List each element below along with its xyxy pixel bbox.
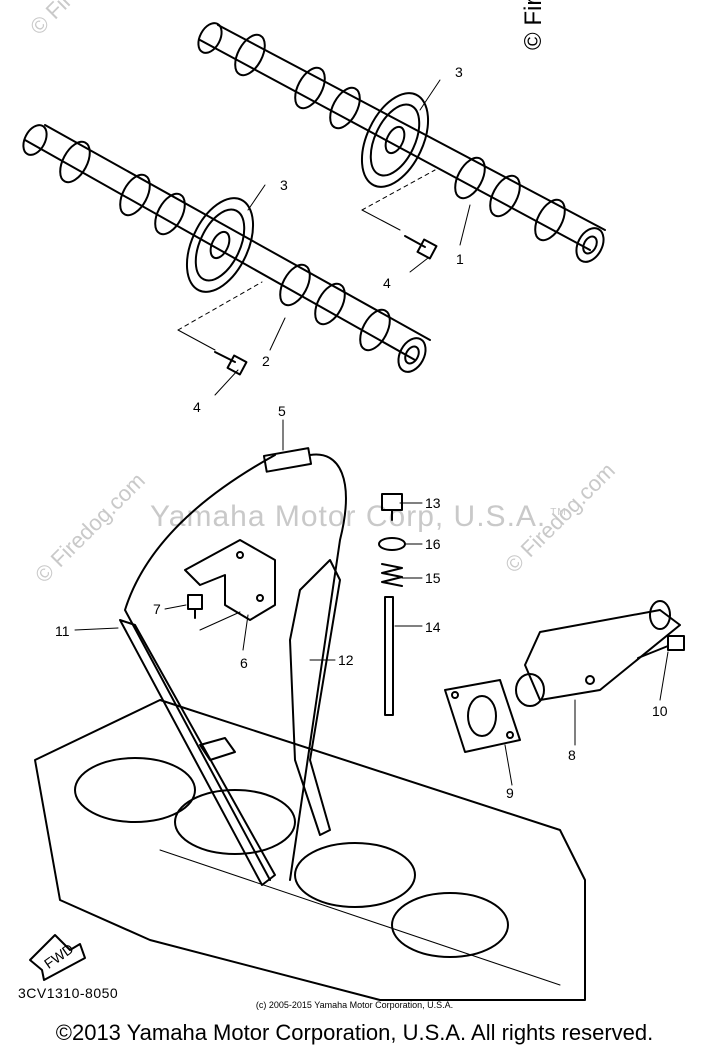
callout-4-upper: 4 xyxy=(383,275,391,291)
callout-13: 13 xyxy=(425,495,441,511)
camshaft-intake xyxy=(19,121,431,376)
callout-1: 1 xyxy=(456,251,464,267)
tensioner-gasket xyxy=(445,680,520,752)
cam-sprocket-upper xyxy=(348,83,441,197)
fwd-label: FWD xyxy=(41,940,76,971)
callout-16: 16 xyxy=(425,536,441,552)
yamaha-watermark: Yamaha Motor Corp, U.S.A.TM xyxy=(150,500,567,533)
cam-chain xyxy=(125,448,346,880)
callout-7: 7 xyxy=(153,601,161,617)
tensioner-bolt xyxy=(638,636,684,658)
chain-guide-rear xyxy=(120,620,275,885)
camshaft-exhaust xyxy=(194,19,609,266)
callout-9: 9 xyxy=(506,785,514,801)
tensioner-cap-bolt xyxy=(382,494,402,520)
callout-11: 11 xyxy=(55,623,70,639)
sprocket-bolt-lower xyxy=(215,352,246,374)
sprocket-bolt-upper xyxy=(405,236,436,258)
callout-labels: 1 2 3 3 4 4 5 6 7 8 9 10 11 12 13 14 15 … xyxy=(41,64,668,972)
callout-6: 6 xyxy=(240,655,248,671)
fwd-arrow xyxy=(30,935,85,980)
callout-14: 14 xyxy=(425,619,441,635)
small-copyright: (c) 2005-2015 Yamaha Motor Corporation, … xyxy=(255,1000,454,1010)
chain-guide-bracket xyxy=(185,540,275,630)
tensioner-rod xyxy=(385,597,393,715)
gasket-washer xyxy=(379,538,405,550)
cam-sprocket-lower xyxy=(173,188,266,302)
leader-lines xyxy=(75,80,668,785)
cylinder-block xyxy=(35,700,585,1000)
callout-3-upper: 3 xyxy=(455,64,463,80)
bracket-bolt xyxy=(188,595,202,618)
chain-guide-front xyxy=(290,560,340,835)
part-code: 3CV1310-8050 xyxy=(18,985,119,1001)
copyright-notice: ©2013 Yamaha Motor Corporation, U.S.A. A… xyxy=(55,1020,654,1045)
cam-chain-tensioner xyxy=(516,601,680,706)
callout-15: 15 xyxy=(425,570,441,586)
tensioner-spring xyxy=(382,564,402,586)
callout-5: 5 xyxy=(278,403,286,419)
callout-3-lower: 3 xyxy=(280,177,288,193)
callout-2: 2 xyxy=(262,353,270,369)
callout-10: 10 xyxy=(652,703,668,719)
callout-8: 8 xyxy=(568,747,576,763)
callout-12: 12 xyxy=(338,652,354,668)
callout-4-lower: 4 xyxy=(193,399,201,415)
